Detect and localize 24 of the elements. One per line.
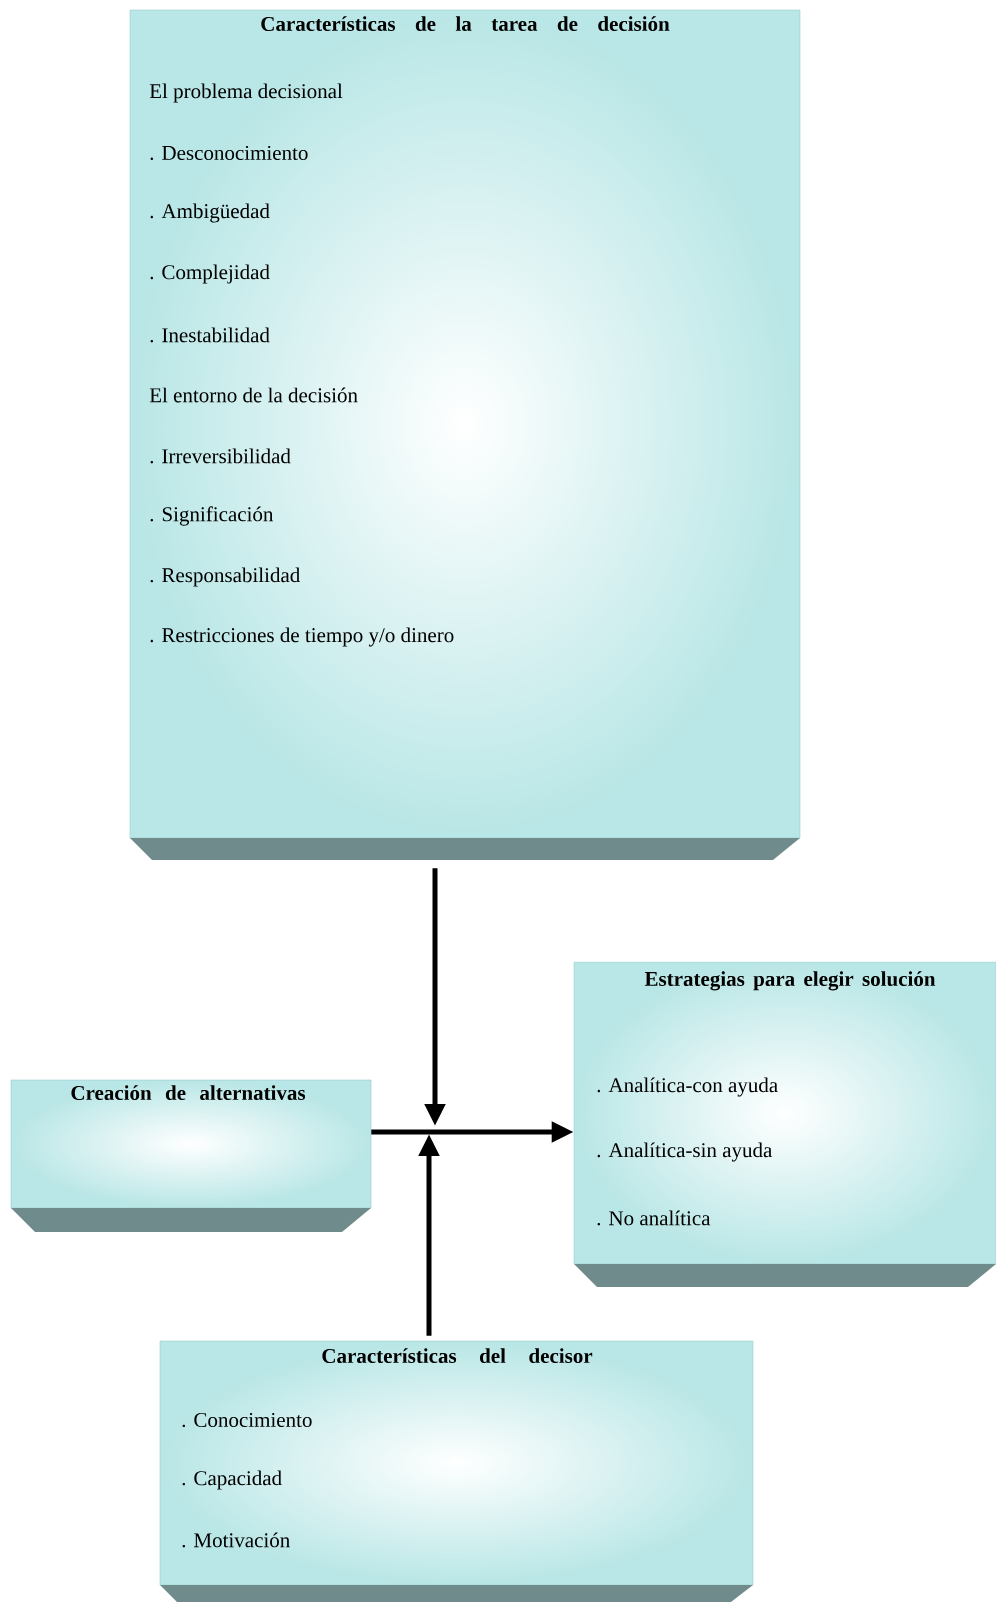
text-box (573, 961, 996, 1287)
list-item: . Irreversibilidad (150, 448, 291, 464)
list-item: . No analítica (597, 1210, 711, 1226)
box-heading: Características del decisor (322, 1348, 593, 1363)
text-box (129, 9, 801, 860)
list-item: . Inestabilidad (150, 327, 270, 343)
text-box (159, 1340, 754, 1602)
box-heading: Estrategias para elegir solución (644, 971, 936, 991)
list-item: . Ambigüedad (150, 203, 270, 223)
list-item: . Analítica-con ayuda (597, 1077, 778, 1097)
list-item: . Restricciones de tiempo y/o dinero (150, 627, 454, 647)
list-item: El entorno de la decisión (149, 387, 358, 403)
list-item: . Significación (150, 506, 274, 526)
list-item: . Responsabilidad (150, 567, 300, 587)
box-heading: Creación de alternativas (71, 1085, 306, 1100)
list-item: . Desconocimiento (150, 145, 308, 161)
text-box (10, 1079, 372, 1232)
list-item: El problema decisional (149, 83, 343, 103)
list-item: . Motivación (182, 1532, 290, 1548)
list-item: . Capacidad (182, 1470, 282, 1490)
list-item: . Conocimiento (182, 1412, 312, 1428)
box-heading: Características de la tarea de decisión (261, 16, 670, 31)
list-item: . Complejidad (150, 264, 270, 284)
list-item: . Analítica-sin ayuda (597, 1142, 773, 1162)
